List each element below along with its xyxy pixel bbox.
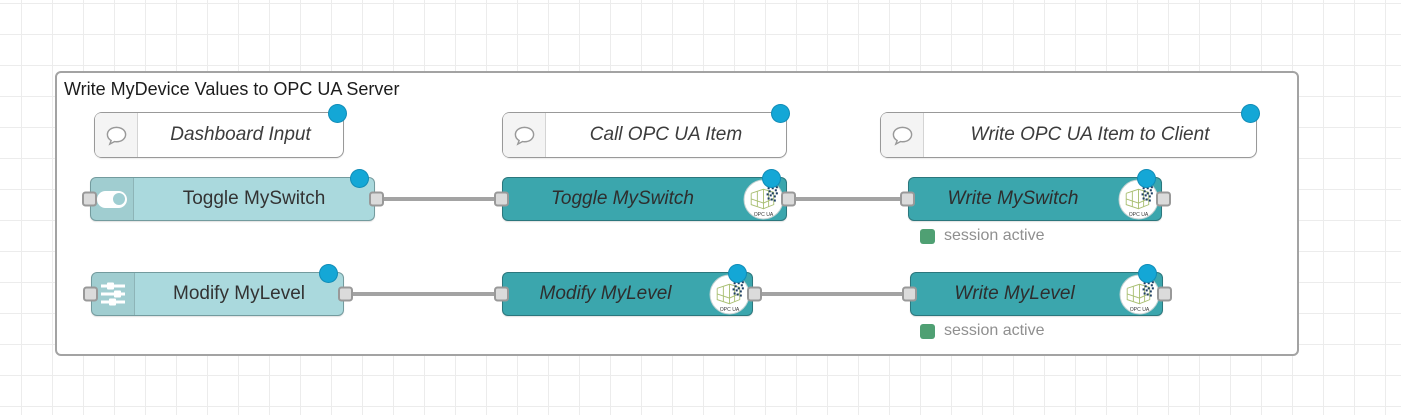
output-port[interactable] [1155, 191, 1171, 207]
status-text: session active [944, 322, 1045, 339]
status-dot-icon [920, 323, 935, 339]
node-write-mylevel[interactable]: Write MyLevel OPC UA [901, 264, 1172, 316]
sliders-icon [92, 273, 135, 315]
status-indicator: session active [920, 322, 1045, 340]
svg-text:OPC UA: OPC UA [1129, 212, 1149, 218]
node-label: Write MySwitch [947, 188, 1079, 209]
changed-indicator-icon [350, 169, 369, 188]
svg-text:OPC UA: OPC UA [754, 212, 774, 218]
output-port[interactable] [337, 286, 353, 302]
input-port[interactable] [82, 286, 98, 302]
comment-label: Write OPC UA Item to Client [970, 124, 1210, 145]
input-port[interactable] [81, 191, 97, 207]
node-toggle-myswitch-opcua[interactable]: Toggle MySwitch OPC UA [493, 169, 796, 221]
input-port[interactable] [493, 191, 509, 207]
output-port[interactable] [780, 191, 796, 207]
status-text: session active [944, 227, 1045, 244]
output-port[interactable] [1156, 286, 1172, 302]
speech-bubble-icon [881, 113, 924, 157]
status-dot-icon [920, 228, 935, 244]
wire[interactable] [787, 197, 908, 201]
output-port[interactable] [368, 191, 384, 207]
node-toggle-myswitch-dashboard[interactable]: Toggle MySwitch [81, 169, 384, 221]
opcua-badge-icon: OPC UA [1118, 179, 1159, 220]
speech-bubble-icon [95, 113, 138, 157]
input-port[interactable] [901, 286, 917, 302]
wire[interactable] [375, 197, 502, 201]
changed-indicator-icon [319, 264, 338, 283]
changed-indicator-icon [728, 264, 747, 283]
node-write-myswitch[interactable]: Write MySwitch OPC UA [899, 169, 1171, 221]
input-port[interactable] [493, 286, 509, 302]
node-label: Write MyLevel [954, 283, 1075, 304]
node-modify-mylevel-opcua[interactable]: Modify MyLevel OPC UA [493, 264, 762, 316]
changed-indicator-icon [328, 104, 347, 123]
changed-indicator-icon [1241, 104, 1260, 123]
changed-indicator-icon [762, 169, 781, 188]
wire[interactable] [344, 292, 502, 296]
status-indicator: session active [920, 227, 1045, 245]
changed-indicator-icon [771, 104, 790, 123]
changed-indicator-icon [1137, 169, 1156, 188]
input-port[interactable] [899, 191, 915, 207]
toggle-switch-icon [91, 178, 134, 220]
wire[interactable] [753, 292, 910, 296]
group-title: Write MyDevice Values to OPC UA Server [64, 79, 400, 99]
node-label: Modify MyLevel [539, 283, 672, 304]
comment-label: Dashboard Input [170, 124, 311, 145]
comment-node-write-opcua-item-to-client[interactable]: Write OPC UA Item to Client [880, 104, 1260, 158]
node-modify-mylevel-dashboard[interactable]: Modify MyLevel [82, 264, 353, 316]
node-label: Modify MyLevel [173, 283, 305, 304]
speech-bubble-icon [503, 113, 546, 157]
comment-node-call-opcua-item[interactable]: Call OPC UA Item [502, 104, 790, 158]
svg-text:OPC UA: OPC UA [720, 307, 740, 313]
opcua-badge-icon: OPC UA [709, 274, 750, 315]
output-port[interactable] [746, 286, 762, 302]
node-label: Toggle MySwitch [182, 188, 326, 209]
changed-indicator-icon [1138, 264, 1157, 283]
comment-node-dashboard-input[interactable]: Dashboard Input [94, 104, 347, 158]
comment-label: Call OPC UA Item [589, 124, 743, 145]
node-label: Toggle MySwitch [551, 188, 694, 209]
svg-text:OPC UA: OPC UA [1130, 307, 1150, 313]
